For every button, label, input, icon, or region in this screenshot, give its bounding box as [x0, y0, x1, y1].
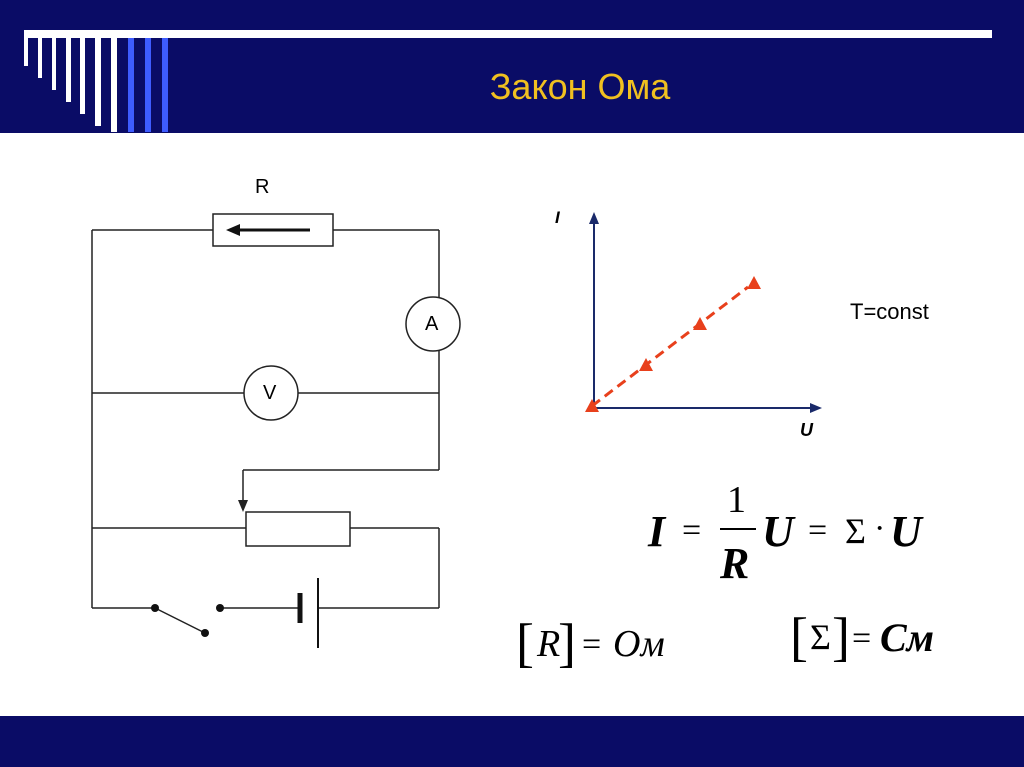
switch-contact-right: [216, 604, 224, 612]
ammeter: [405, 296, 461, 352]
unit-sigma-unit: См: [880, 615, 935, 660]
x-axis-label: U: [800, 420, 813, 440]
formula-u2: U: [890, 507, 922, 556]
voltmeter: [243, 365, 299, 421]
condition-label: T=const: [850, 299, 929, 324]
unit-r-open-bracket: [: [516, 613, 534, 673]
formula-dot: ·: [874, 510, 886, 547]
resistor-label: R: [255, 176, 270, 198]
x-axis-arrow-icon: [810, 403, 822, 413]
formula-denominator: R: [720, 539, 750, 588]
y-axis-label: I: [555, 208, 560, 227]
resistor-arrow-icon: [226, 224, 240, 236]
y-axis-arrow-icon: [589, 212, 599, 224]
unit-sigma-close-bracket: ]: [832, 607, 850, 667]
slide-title: Закон Ома: [489, 66, 671, 107]
fraction-bar: [720, 528, 756, 530]
graph-line: [591, 285, 749, 408]
graph-point-marker: [585, 399, 599, 412]
unit-r-close-bracket: ]: [558, 613, 576, 673]
graph-point-marker: [747, 276, 761, 289]
rheostat-slider-arrow-icon: [238, 500, 248, 512]
formula-eq1: =: [682, 512, 702, 549]
formula-numerator: 1: [727, 479, 746, 521]
header-bar: [0, 0, 1024, 133]
unit-r-unit: Ом: [613, 623, 665, 665]
unit-r-eq: =: [582, 626, 602, 663]
unit-r-symbol: R: [537, 623, 561, 665]
formula-lhs: I: [648, 507, 666, 556]
graph-point-marker: [639, 358, 653, 371]
switch-contact-bottom: [201, 629, 209, 637]
switch-contact-left: [151, 604, 159, 612]
ammeter-label: A: [425, 313, 439, 335]
unit-sigma-symbol: Σ: [810, 617, 831, 657]
formula-eq2: =: [808, 512, 828, 549]
header-rule: [24, 30, 992, 38]
footer-bar: [0, 716, 1024, 767]
formula-sigma: Σ: [845, 511, 866, 551]
formula-u1: U: [762, 507, 794, 556]
unit-sigma-eq: =: [852, 620, 872, 657]
graph-point-marker: [693, 317, 707, 330]
decorative-stripes: [24, 38, 168, 132]
rheostat: [245, 511, 351, 547]
voltmeter-label: V: [263, 382, 277, 404]
unit-sigma-open-bracket: [: [790, 607, 808, 667]
